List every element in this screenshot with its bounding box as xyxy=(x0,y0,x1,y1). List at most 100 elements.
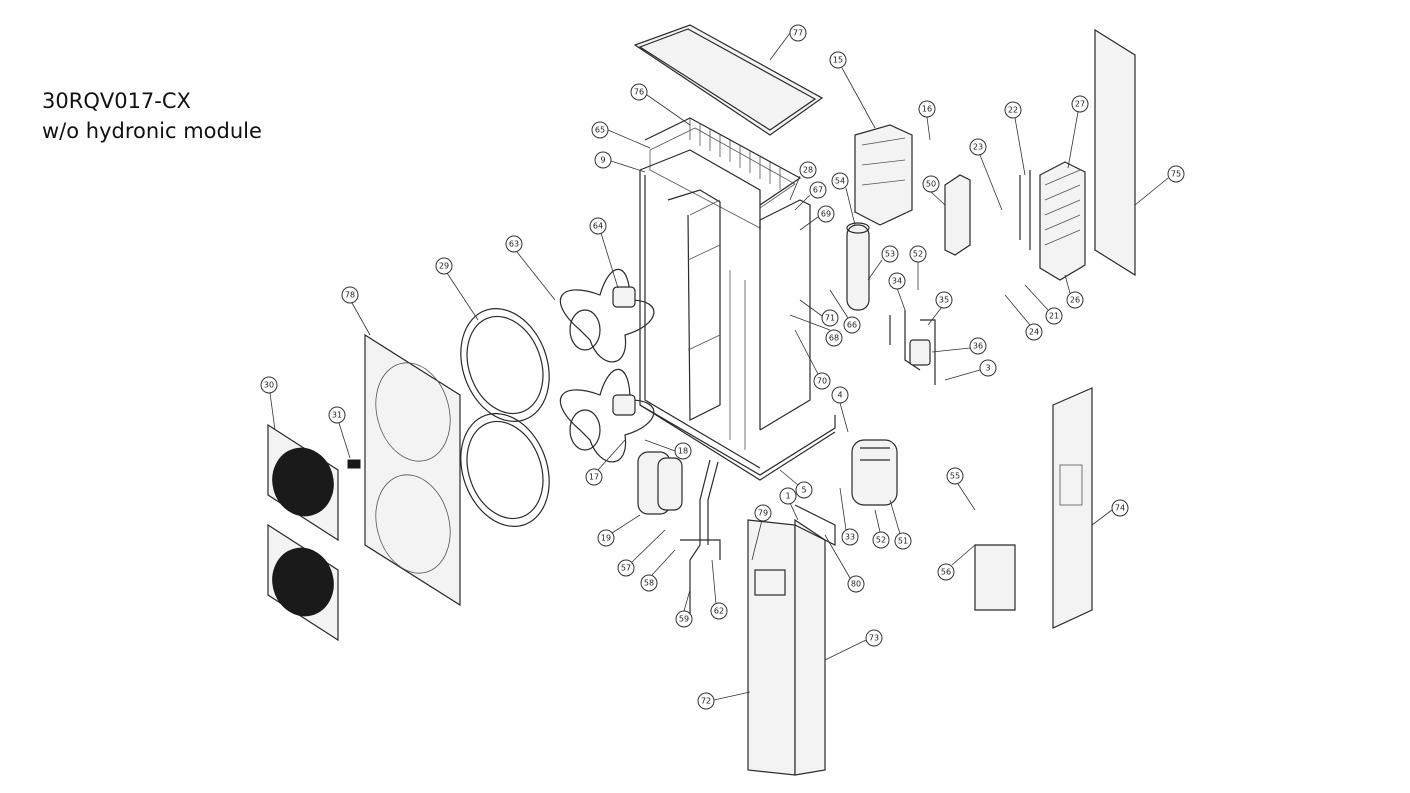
callout-67: 67 xyxy=(794,181,827,211)
svg-text:59: 59 xyxy=(679,615,689,624)
callout-22: 22 xyxy=(1004,101,1026,176)
svg-text:36: 36 xyxy=(973,342,983,351)
callout-65: 65 xyxy=(591,121,651,149)
handle-part xyxy=(347,459,361,469)
callout-77: 77 xyxy=(769,24,807,61)
callout-58: 58 xyxy=(640,549,676,592)
callout-53: 53 xyxy=(867,245,899,281)
svg-text:35: 35 xyxy=(939,296,949,305)
svg-text:56: 56 xyxy=(941,568,951,577)
svg-text:29: 29 xyxy=(439,262,449,271)
svg-text:52: 52 xyxy=(913,250,923,259)
svg-text:5: 5 xyxy=(801,486,806,495)
svg-text:28: 28 xyxy=(803,166,813,175)
valve-assembly xyxy=(889,310,936,385)
refrigerant-pipes xyxy=(680,459,721,620)
control-box xyxy=(854,124,913,226)
callout-70: 70 xyxy=(794,329,831,390)
callout-29: 29 xyxy=(435,257,479,321)
callout-66: 66 xyxy=(829,289,861,334)
svg-text:75: 75 xyxy=(1171,170,1181,179)
svg-text:57: 57 xyxy=(621,564,631,573)
svg-text:62: 62 xyxy=(714,607,724,616)
callout-57: 57 xyxy=(617,529,666,577)
svg-text:54: 54 xyxy=(835,177,845,186)
callout-71: 71 xyxy=(799,299,839,327)
callout-56: 56 xyxy=(937,544,976,581)
callout-1: 1 xyxy=(779,487,799,521)
svg-text:68: 68 xyxy=(829,334,839,343)
svg-text:64: 64 xyxy=(593,222,603,231)
svg-text:4: 4 xyxy=(837,391,842,400)
svg-text:16: 16 xyxy=(922,105,932,114)
callout-24: 24 xyxy=(1004,294,1043,341)
svg-text:30: 30 xyxy=(264,381,274,390)
svg-text:24: 24 xyxy=(1029,328,1039,337)
callout-33: 33 xyxy=(839,487,859,546)
right-side-panel xyxy=(1094,28,1136,277)
callout-69: 69 xyxy=(799,205,835,231)
callout-74: 74 xyxy=(1091,499,1129,526)
fan-shroud-rings xyxy=(460,308,550,527)
svg-text:63: 63 xyxy=(509,240,519,249)
fan-motor xyxy=(612,286,636,416)
callout-34: 34 xyxy=(888,272,906,311)
compressor-right xyxy=(851,439,898,506)
svg-text:9: 9 xyxy=(600,156,605,165)
callout-52: 52 xyxy=(872,509,890,549)
callout-68: 68 xyxy=(789,314,843,347)
svg-text:21: 21 xyxy=(1049,312,1059,321)
svg-text:80: 80 xyxy=(851,580,861,589)
callout-19: 19 xyxy=(597,514,641,547)
callout-31: 31 xyxy=(328,406,351,459)
callout-63: 63 xyxy=(505,235,556,301)
top-cover-panel xyxy=(633,24,824,136)
callout-35: 35 xyxy=(927,291,953,326)
fan-grilles xyxy=(267,423,339,642)
main-chassis xyxy=(639,149,836,481)
svg-text:18: 18 xyxy=(678,447,688,456)
svg-text:51: 51 xyxy=(898,537,908,546)
svg-text:27: 27 xyxy=(1075,100,1085,109)
svg-text:52: 52 xyxy=(876,536,886,545)
receiver-tank xyxy=(846,222,870,311)
svg-text:34: 34 xyxy=(892,277,902,286)
callout-36: 36 xyxy=(931,337,987,355)
callout-62: 62 xyxy=(710,559,728,620)
callout-79: 79 xyxy=(751,504,772,561)
heat-exchanger xyxy=(1019,161,1086,281)
bracket-panel xyxy=(974,544,1016,611)
accumulator xyxy=(944,174,971,256)
service-panels xyxy=(747,504,836,776)
callout-23: 23 xyxy=(969,138,1003,211)
svg-text:26: 26 xyxy=(1070,296,1080,305)
svg-text:71: 71 xyxy=(825,314,835,323)
variant-label: w/o hydronic module xyxy=(42,119,262,143)
svg-text:70: 70 xyxy=(817,377,827,386)
svg-text:53: 53 xyxy=(885,250,895,259)
svg-text:50: 50 xyxy=(926,180,936,189)
model-label: 30RQV017-CX xyxy=(42,89,191,113)
callout-72: 72 xyxy=(697,691,751,710)
svg-text:69: 69 xyxy=(821,210,831,219)
svg-text:19: 19 xyxy=(601,534,611,543)
svg-text:67: 67 xyxy=(813,186,823,195)
callout-76: 76 xyxy=(630,83,691,126)
diagram-title: 30RQV017-CX w/o hydronic module xyxy=(42,86,262,146)
svg-text:33: 33 xyxy=(845,533,855,542)
svg-text:74: 74 xyxy=(1115,504,1125,513)
callout-28: 28 xyxy=(789,161,817,201)
svg-text:78: 78 xyxy=(345,291,355,300)
callout-5: 5 xyxy=(779,469,813,499)
svg-text:79: 79 xyxy=(758,509,768,518)
callout-51: 51 xyxy=(889,499,912,550)
right-door-panel xyxy=(1052,387,1093,629)
compressor xyxy=(637,451,683,515)
callout-50: 50 xyxy=(922,175,946,206)
svg-text:3: 3 xyxy=(985,364,990,373)
svg-text:73: 73 xyxy=(869,634,879,643)
callout-27: 27 xyxy=(1067,95,1089,169)
svg-text:76: 76 xyxy=(634,88,644,97)
front-panel xyxy=(364,333,461,607)
